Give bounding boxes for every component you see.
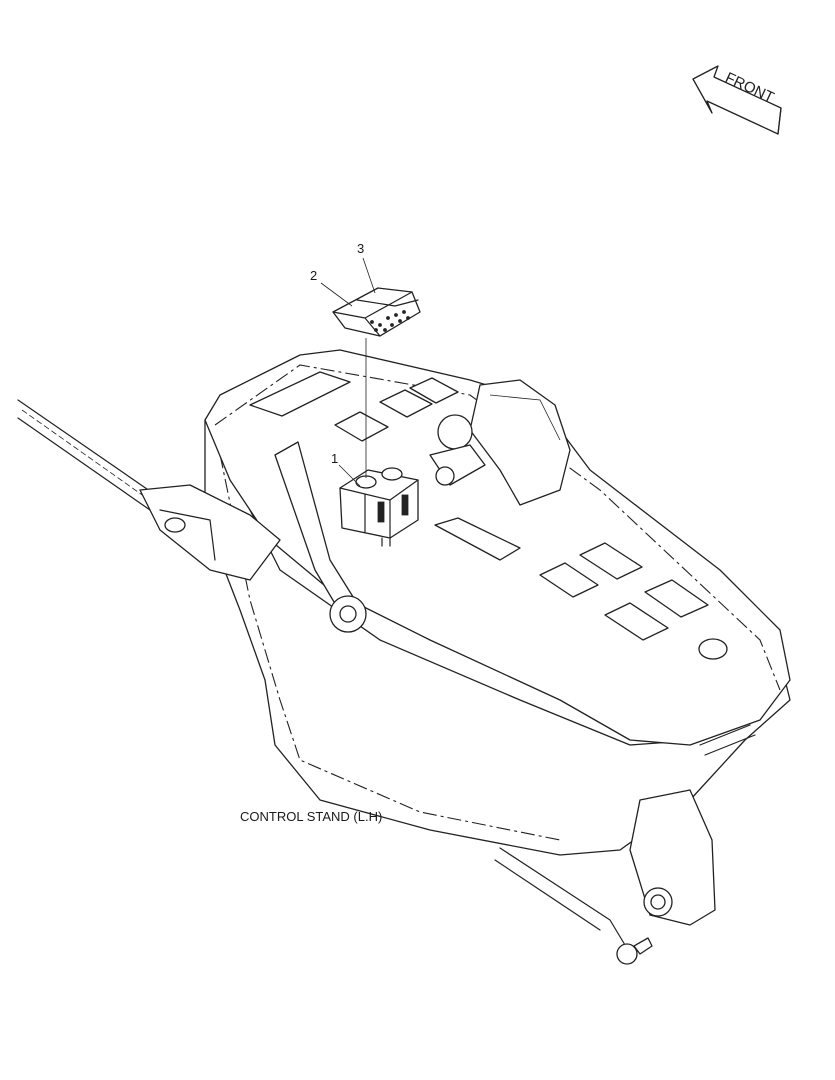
switch-covers bbox=[332, 287, 421, 337]
lower-bracket bbox=[494, 789, 716, 965]
leader-lines bbox=[320, 257, 376, 487]
diagram-caption: CONTROL STAND (L.H) bbox=[240, 809, 383, 824]
switch-assembly bbox=[339, 467, 419, 547]
callout-1: 1 bbox=[331, 451, 339, 466]
callout-2: 2 bbox=[310, 268, 318, 283]
callout-3: 3 bbox=[357, 241, 365, 256]
front-direction-arrow: FRONT bbox=[692, 65, 782, 135]
control-stand-body bbox=[204, 349, 791, 856]
lock-lever bbox=[139, 441, 367, 633]
control-cable bbox=[17, 399, 161, 511]
